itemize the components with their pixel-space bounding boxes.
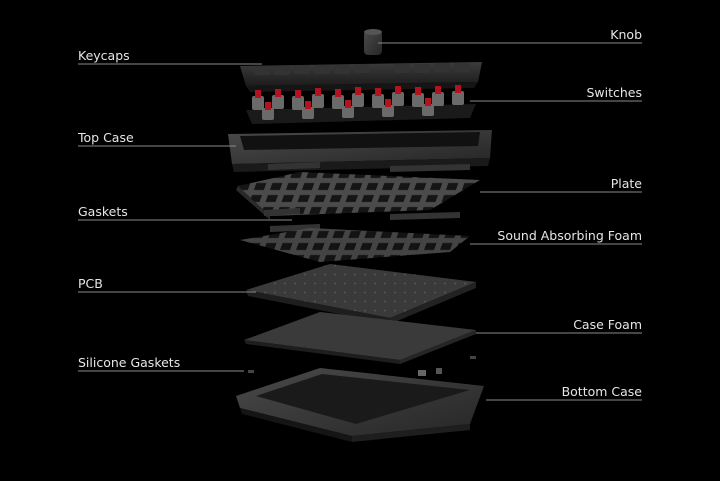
label-bottom-case: Bottom Case — [561, 384, 642, 399]
knob-part — [364, 29, 382, 55]
sound-absorbing-foam-part — [240, 228, 470, 262]
plate-part — [236, 172, 480, 220]
label-knob: Knob — [610, 27, 642, 42]
label-case-foam: Case Foam — [573, 317, 642, 332]
label-top-case: Top Case — [78, 130, 134, 145]
label-pcb: PCB — [78, 276, 103, 291]
label-sound-absorbing-foam: Sound Absorbing Foam — [497, 228, 642, 243]
upper-gaskets-part — [268, 162, 470, 172]
bottom-case-part — [236, 368, 484, 442]
case-foam-part — [244, 312, 476, 364]
label-plate: Plate — [610, 176, 642, 191]
pcb-part — [246, 264, 476, 324]
keycaps-part — [240, 62, 482, 92]
label-gaskets: Gaskets — [78, 204, 128, 219]
silicone-gaskets-part — [248, 356, 476, 373]
switches-part — [246, 85, 476, 124]
label-silicone-gaskets: Silicone Gaskets — [78, 355, 181, 370]
label-keycaps: Keycaps — [78, 48, 130, 63]
leader-lines — [78, 42, 642, 401]
label-switches: Switches — [586, 85, 642, 100]
